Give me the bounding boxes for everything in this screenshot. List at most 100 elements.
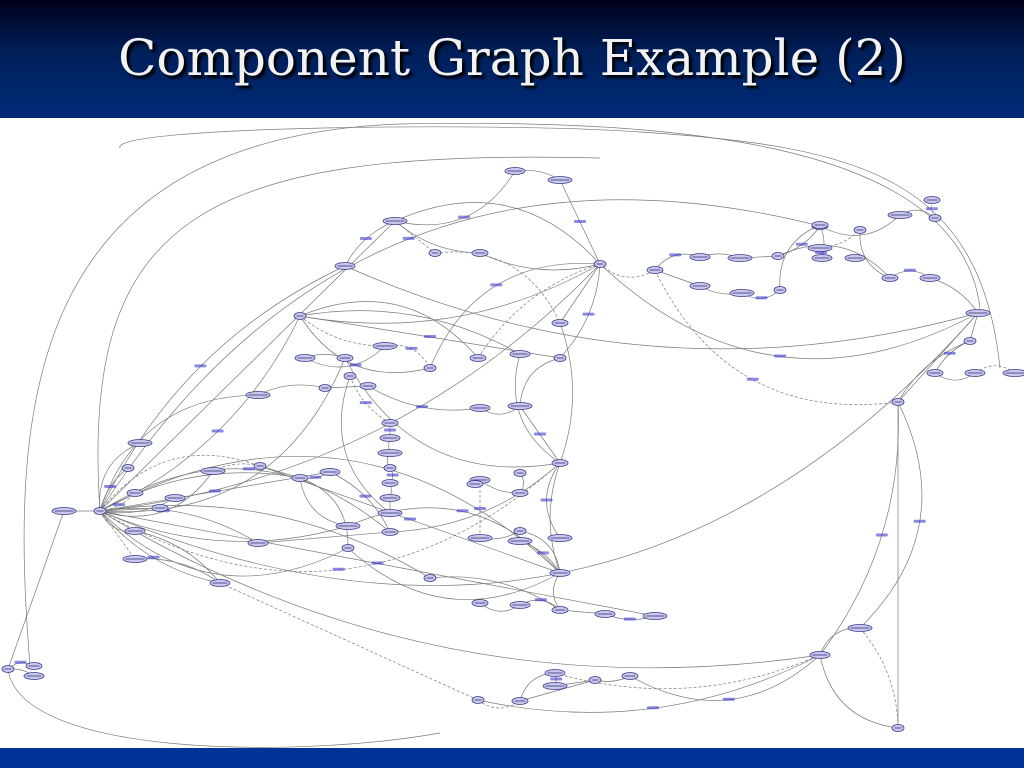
graph-node-label — [884, 277, 896, 279]
graph-edge — [99, 394, 259, 512]
graph-node-label — [129, 492, 141, 494]
edge-label-mark — [474, 507, 486, 510]
graph-node-label — [386, 467, 394, 469]
graph-node-label — [380, 452, 400, 454]
graph-node-label — [556, 357, 564, 359]
edge-label-mark — [456, 509, 469, 513]
edge-label-mark — [574, 220, 586, 223]
graph-node-label — [26, 675, 42, 677]
graph-node-label — [967, 372, 983, 374]
graph-node-label — [250, 542, 266, 544]
graph-node-label — [922, 277, 938, 279]
edge-label-mark — [349, 363, 362, 367]
edge-label-mark — [550, 677, 563, 681]
graph-edge — [134, 530, 221, 584]
graph-node-label — [512, 604, 528, 606]
graph-edge — [99, 199, 821, 512]
graph-edge — [819, 214, 901, 236]
graph-node-label — [474, 699, 482, 701]
edge-label-mark — [647, 706, 659, 710]
graph-node-label — [814, 257, 830, 259]
edge-label-mark — [194, 364, 207, 368]
graph-edge — [897, 340, 971, 403]
edge-label-mark — [147, 555, 160, 559]
graph-edge — [389, 462, 561, 533]
graph-edge — [344, 357, 561, 468]
edge-label-mark — [359, 237, 372, 240]
graph-node-label — [426, 367, 434, 369]
graph-edge — [299, 477, 349, 549]
graph-node-label — [550, 179, 570, 181]
graph-node-label — [732, 292, 752, 294]
graph-node-label — [130, 442, 150, 444]
graph-node-label — [337, 265, 353, 267]
graph-node-label — [510, 540, 530, 542]
graph-edge — [629, 654, 821, 701]
graph-node-label — [154, 507, 166, 509]
edge-label-mark — [211, 429, 224, 433]
graph-node-label — [931, 217, 939, 219]
graph-node-label — [28, 665, 40, 667]
graph-node-label — [545, 685, 565, 687]
graph-edge — [819, 627, 861, 656]
graph-node-label — [125, 558, 145, 560]
edge-label-mark — [371, 561, 384, 565]
graph-node-label — [96, 510, 104, 512]
graph-node-label — [248, 394, 268, 396]
graph-node-label — [552, 572, 568, 574]
edge-label-mark — [416, 405, 428, 409]
graph-node-label — [380, 512, 400, 514]
graph-node-label — [4, 668, 12, 670]
graph-node-label — [776, 289, 784, 291]
graph-node-label — [339, 357, 351, 359]
graph-edge — [99, 455, 561, 574]
edge-label-mark — [755, 296, 768, 300]
edge-label-mark — [405, 346, 418, 350]
graph-edge — [119, 126, 1001, 369]
graph-node-label — [167, 497, 183, 499]
graph-edge — [299, 301, 479, 359]
graph-node-label — [474, 252, 486, 254]
graph-node-label — [474, 602, 486, 604]
edge-label-mark — [209, 489, 221, 493]
graph-node-label — [296, 315, 304, 317]
graph-node-label — [294, 477, 306, 479]
graph-edge — [99, 220, 396, 512]
graph-node-label — [730, 257, 750, 259]
graph-node-label — [321, 387, 329, 389]
graph-edge — [777, 245, 891, 279]
graph-edge — [99, 510, 821, 669]
graph-edge — [779, 224, 821, 291]
graph-edge — [859, 229, 891, 279]
graph-node-label — [322, 471, 338, 473]
graph-edge — [99, 312, 979, 586]
graph-edge — [99, 507, 259, 544]
graph-node-label — [203, 470, 223, 472]
graph-edge — [97, 156, 601, 512]
graph-node-label — [514, 700, 526, 702]
graph-edge — [299, 310, 521, 355]
graph-node-label — [256, 465, 264, 467]
graph-edge — [654, 269, 899, 405]
edge-label-mark — [623, 617, 636, 621]
graph-node-label — [384, 531, 396, 533]
graph-node-label — [470, 537, 490, 539]
graph-edge — [859, 401, 923, 629]
bottom-band — [0, 748, 1024, 768]
graph-edge — [519, 540, 561, 574]
graph-node-label — [382, 437, 398, 439]
graph-edge-labels — [14, 207, 956, 710]
graph-node-label — [547, 672, 563, 674]
graph-node-label — [966, 340, 974, 342]
edge-label-mark — [913, 519, 926, 523]
graph-node-label — [856, 229, 864, 231]
graph-edge — [477, 263, 601, 359]
graph-edge — [559, 263, 601, 324]
graph-node-label — [54, 510, 74, 512]
graph-node-label — [384, 482, 396, 484]
graph-node-label — [472, 407, 488, 409]
graph-edge — [347, 547, 561, 600]
graph-edge — [549, 462, 561, 574]
edge-label-mark — [359, 494, 372, 498]
graph-nodes — [1, 167, 1024, 732]
